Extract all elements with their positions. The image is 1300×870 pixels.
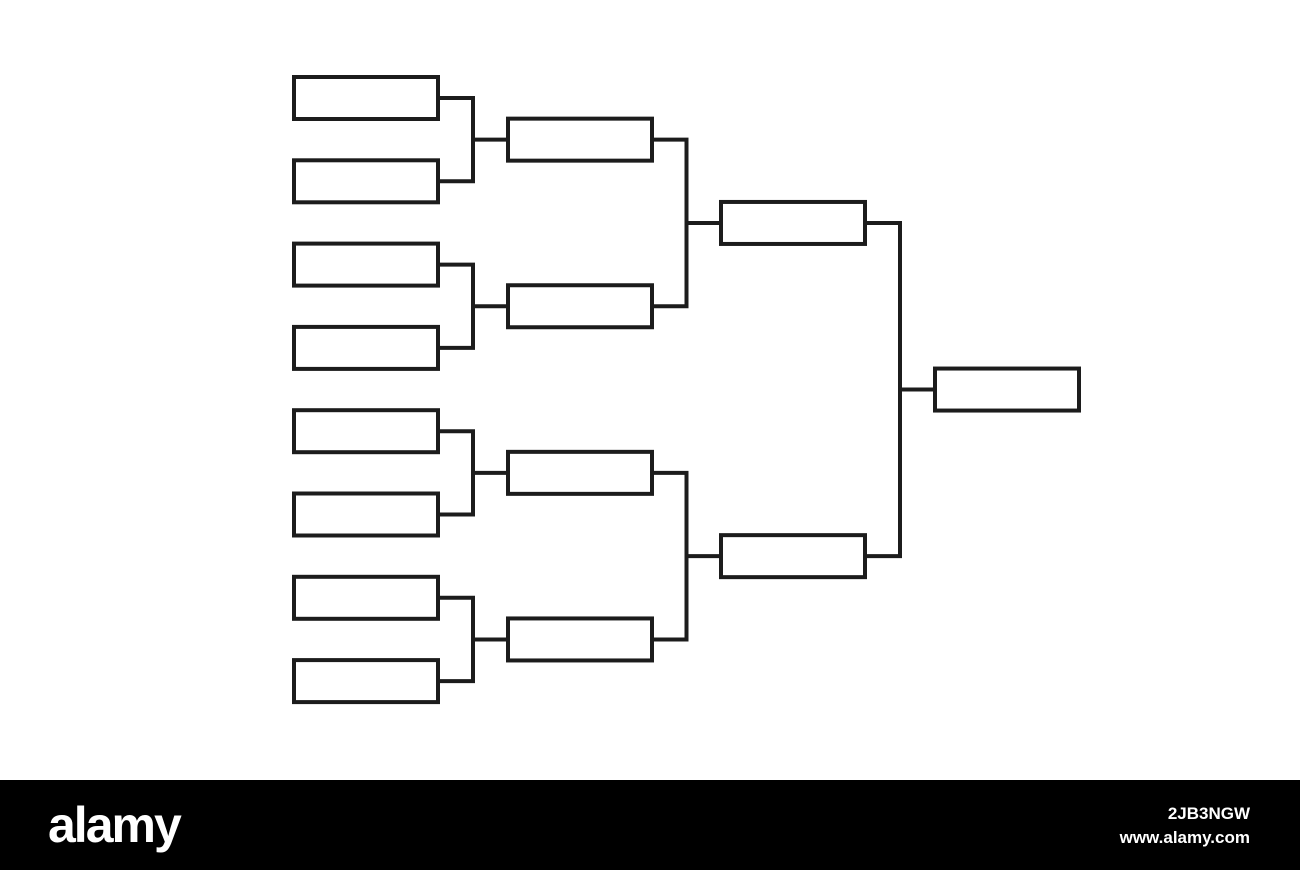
site-url: www.alamy.com: [1119, 828, 1250, 847]
bracket-slot-r1-1: [292, 75, 440, 121]
bracket-connectors: [436, 96, 937, 684]
bracket-slot-r3-2: [719, 533, 867, 580]
bracket-slot-r1-7: [292, 574, 440, 621]
connector-r2-2: [650, 470, 723, 642]
bracket-slot-r1-6: [292, 491, 440, 538]
bracket-slots: [292, 75, 1081, 705]
alamy-logo: alamy: [48, 797, 182, 853]
bracket-slot-r2-3: [506, 449, 654, 496]
bracket-slot-r1-3: [292, 241, 440, 288]
bracket-slot-r2-1: [506, 116, 654, 163]
bracket-slot-r1-4: [292, 324, 440, 371]
bracket-slot-r1-2: [292, 158, 440, 205]
connector-r3-1: [863, 220, 937, 559]
bracket-slot-r2-4: [506, 616, 654, 663]
connector-r1-4: [436, 595, 510, 684]
connector-r1-3: [436, 429, 510, 517]
connector-r2-1: [650, 137, 723, 309]
bracket-slot-r1-5: [292, 408, 440, 455]
winner-slot: [933, 366, 1081, 413]
bracket-slot-r2-2: [506, 283, 654, 330]
watermark-footer: alamy 2JB3NGW www.alamy.com: [0, 780, 1300, 870]
stock-info: 2JB3NGW www.alamy.com: [1120, 802, 1250, 850]
connector-r1-1: [436, 96, 510, 184]
bracket-slot-r1-8: [292, 658, 440, 705]
bracket-slot-r3-1: [719, 199, 867, 246]
tournament-bracket: [292, 75, 1081, 705]
connector-r1-2: [436, 262, 510, 350]
image-id: 2JB3NGW: [1167, 804, 1250, 823]
